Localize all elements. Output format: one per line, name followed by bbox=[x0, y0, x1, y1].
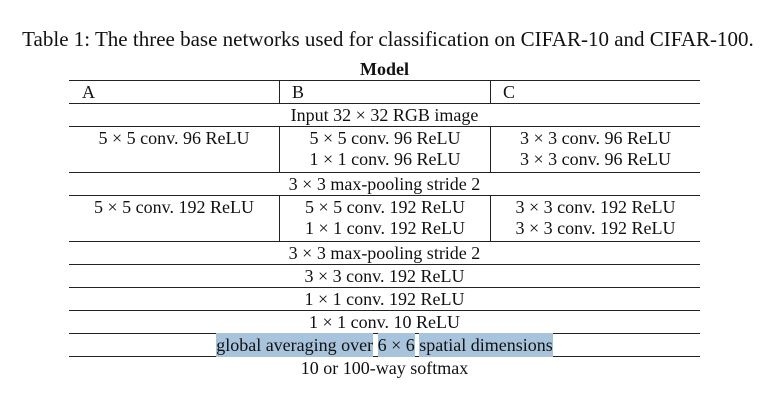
rule-after-pool2 bbox=[69, 264, 700, 265]
block2-c-line1: 3 × 3 conv. 192 ReLU bbox=[515, 197, 676, 217]
rule-after-block2 bbox=[69, 241, 700, 242]
input-row: Input 32 × 32 RGB image bbox=[290, 105, 479, 125]
rule-after-pool1 bbox=[69, 195, 700, 196]
block1-b-line2: 1 × 1 conv. 96 ReLU bbox=[309, 149, 461, 169]
rule-after-columns bbox=[69, 103, 700, 104]
rule-after-conv1a bbox=[69, 310, 700, 311]
model-header: Model bbox=[360, 59, 409, 79]
col-divider-ab-block2 bbox=[279, 195, 280, 241]
block1-b-line1: 5 × 5 conv. 96 ReLU bbox=[309, 128, 461, 148]
gap-highlight-1: global averaging over bbox=[216, 333, 374, 357]
rule-after-input bbox=[69, 126, 700, 127]
block2-a: 5 × 5 conv. 192 ReLU bbox=[94, 197, 254, 217]
gap-row: global averaging over 6 × 6 spatial dime… bbox=[69, 333, 700, 357]
block2-b-line2: 1 × 1 conv. 192 ReLU bbox=[305, 218, 465, 238]
rule-top bbox=[69, 80, 700, 81]
block2-c-line2: 3 × 3 conv. 192 ReLU bbox=[515, 218, 676, 238]
block1-c-line2: 3 × 3 conv. 96 ReLU bbox=[520, 149, 671, 169]
gap-highlight-3: spatial dimensions bbox=[419, 333, 553, 357]
column-header-a: A bbox=[82, 82, 95, 102]
pool2-row: 3 × 3 max-pooling stride 2 bbox=[288, 243, 481, 263]
gap-highlight-2: 6 × 6 bbox=[377, 333, 415, 357]
col-divider-ab-header bbox=[279, 80, 280, 103]
softmax-row: 10 or 100-way softmax bbox=[300, 358, 469, 378]
column-header-b: B bbox=[292, 82, 305, 102]
shared-row-conv3x3: 3 × 3 conv. 192 ReLU bbox=[304, 266, 465, 286]
col-divider-bc-header bbox=[490, 80, 491, 103]
col-divider-bc-block1 bbox=[490, 126, 491, 172]
table-caption: Table 1: The three base networks used fo… bbox=[22, 27, 754, 51]
col-divider-bc-block2 bbox=[490, 195, 491, 241]
pool1-row: 3 × 3 max-pooling stride 2 bbox=[288, 174, 481, 194]
shared-row-conv1x1-10: 1 × 1 conv. 10 ReLU bbox=[309, 312, 460, 332]
rule-after-block1 bbox=[69, 172, 700, 173]
column-header-c: C bbox=[503, 82, 516, 102]
col-divider-ab-block1 bbox=[279, 126, 280, 172]
block1-a: 5 × 5 conv. 96 ReLU bbox=[98, 128, 250, 148]
block1-c-line1: 3 × 3 conv. 96 ReLU bbox=[520, 128, 671, 148]
block2-b-line1: 5 × 5 conv. 192 ReLU bbox=[305, 197, 465, 217]
rule-after-conv3 bbox=[69, 287, 700, 288]
shared-row-conv1x1-192: 1 × 1 conv. 192 ReLU bbox=[304, 289, 465, 309]
